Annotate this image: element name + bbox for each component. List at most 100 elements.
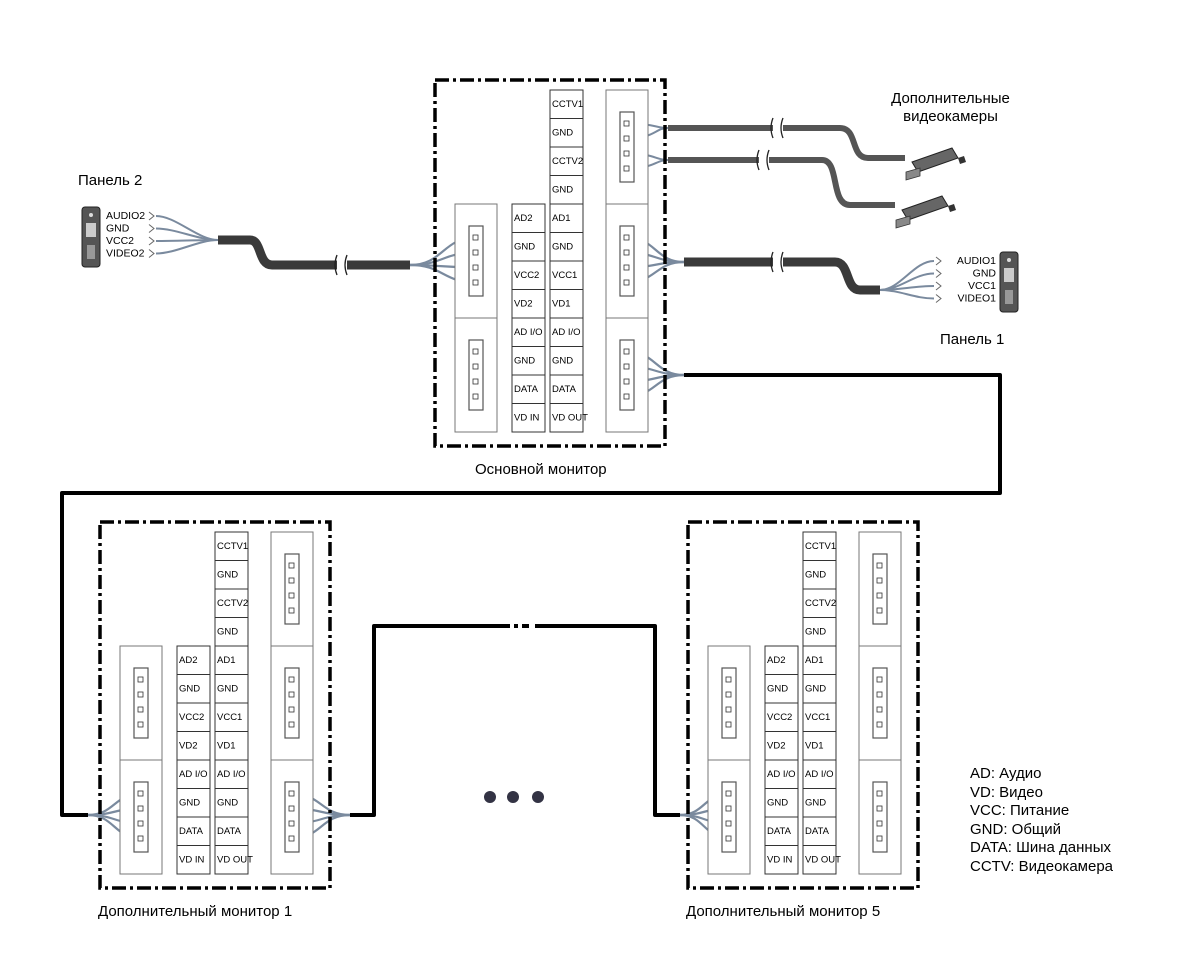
terminal-cell: [802, 617, 837, 647]
terminal-cell: [802, 759, 837, 789]
cctv-connector: [858, 531, 902, 647]
terminal-label: AD I/O: [767, 769, 796, 780]
terminal-cell: [549, 146, 584, 176]
break-lines: [770, 251, 784, 273]
cable-break: [770, 117, 784, 139]
terminal-label: AD1: [217, 655, 235, 666]
connector-body: [872, 667, 888, 739]
connector-pin: [876, 790, 883, 797]
terminal-label: AD I/O: [805, 769, 834, 780]
camera-2: [895, 195, 956, 229]
terminal-cell: [764, 731, 799, 761]
cameras: [895, 147, 966, 229]
cable-break: [756, 149, 770, 171]
wire: [879, 289, 935, 300]
pin-screw: [148, 236, 155, 246]
connector-pin: [623, 264, 630, 271]
terminal-cell: [802, 788, 837, 818]
terminal-label: GND: [805, 797, 826, 808]
connector-body: [133, 667, 149, 739]
panel-pin-label: AUDIO2: [106, 210, 145, 222]
cable: [668, 125, 905, 161]
terminal-label: AD2: [514, 213, 532, 224]
panel1-label: Панель 1: [940, 331, 1005, 348]
connector-pin: [623, 120, 630, 127]
connector-pin: [623, 234, 630, 241]
camera-lens: [958, 156, 966, 164]
terminal-cell: [214, 674, 249, 704]
panel2-connector: [707, 645, 751, 761]
connector-pin: [137, 706, 144, 713]
extra-cameras-label: Дополнительные видеокамеры: [891, 90, 1010, 125]
terminal-cell: [764, 645, 799, 675]
terminal-label: AD2: [179, 655, 197, 666]
terminal-label: VD2: [767, 740, 785, 751]
bus-out-connector: [605, 317, 649, 433]
terminal-label: VD1: [217, 740, 235, 751]
connector-pin: [137, 835, 144, 842]
connector-pin: [288, 592, 295, 599]
connector-body: [284, 781, 300, 853]
terminal-cell: [214, 617, 249, 647]
terminal-label: VD IN: [179, 854, 204, 865]
terminal-label: VD1: [805, 740, 823, 751]
bus-in-connector: [119, 759, 163, 875]
connector-pin: [137, 721, 144, 728]
terminal-label: GND: [767, 683, 788, 694]
connector-pin: [288, 577, 295, 584]
extra-monitor-1-label: Дополнительный монитор 1: [98, 903, 293, 920]
connector-pin: [725, 790, 732, 797]
panel-pin-label: VIDEO1: [957, 292, 996, 304]
connector-body: [721, 667, 737, 739]
connector-pin: [876, 592, 883, 599]
terminal-cell: [176, 702, 211, 732]
connector-pin: [623, 135, 630, 142]
terminal-label: CCTV1: [552, 99, 583, 110]
panel-pin-label: GND: [106, 222, 130, 234]
connector-pin: [623, 165, 630, 172]
monitor-border: [686, 520, 920, 890]
terminal-cell: [214, 759, 249, 789]
connector-pin: [137, 805, 144, 812]
pin-screw: [148, 249, 155, 258]
terminal-label: DATA: [217, 826, 242, 837]
terminal-label: GND: [805, 569, 826, 580]
connector-pin: [288, 721, 295, 728]
panel-pin-label: VCC2: [106, 235, 134, 247]
terminal-label: GND: [552, 127, 573, 138]
connector-pin: [623, 279, 630, 286]
connector-pin: [288, 835, 295, 842]
terminal-cell: [549, 232, 584, 262]
connector-pin: [725, 805, 732, 812]
terminal-label: GND: [767, 797, 788, 808]
terminal-label: GND: [514, 355, 535, 366]
terminal-cell: [511, 403, 546, 433]
terminal-label: GND: [552, 241, 573, 252]
panel1-connector: [605, 203, 649, 319]
connector-pin: [876, 706, 883, 713]
connector-pin: [725, 676, 732, 683]
terminal-label: GND: [217, 626, 238, 637]
terminal-label: CCTV1: [217, 541, 248, 552]
terminal-label: GND: [805, 683, 826, 694]
break-gap: [337, 255, 347, 275]
terminal-cell: [764, 816, 799, 846]
connector-pin: [876, 835, 883, 842]
terminal-label: VCC1: [552, 270, 577, 281]
connector-pin: [876, 691, 883, 698]
panel2-label: Панель 2: [78, 172, 143, 189]
ellipsis-dot: [507, 791, 519, 803]
connector-pin: [288, 706, 295, 713]
legend-item-cctv: CCTV: Видеокамера: [970, 857, 1114, 875]
terminal-label: GND: [805, 626, 826, 637]
